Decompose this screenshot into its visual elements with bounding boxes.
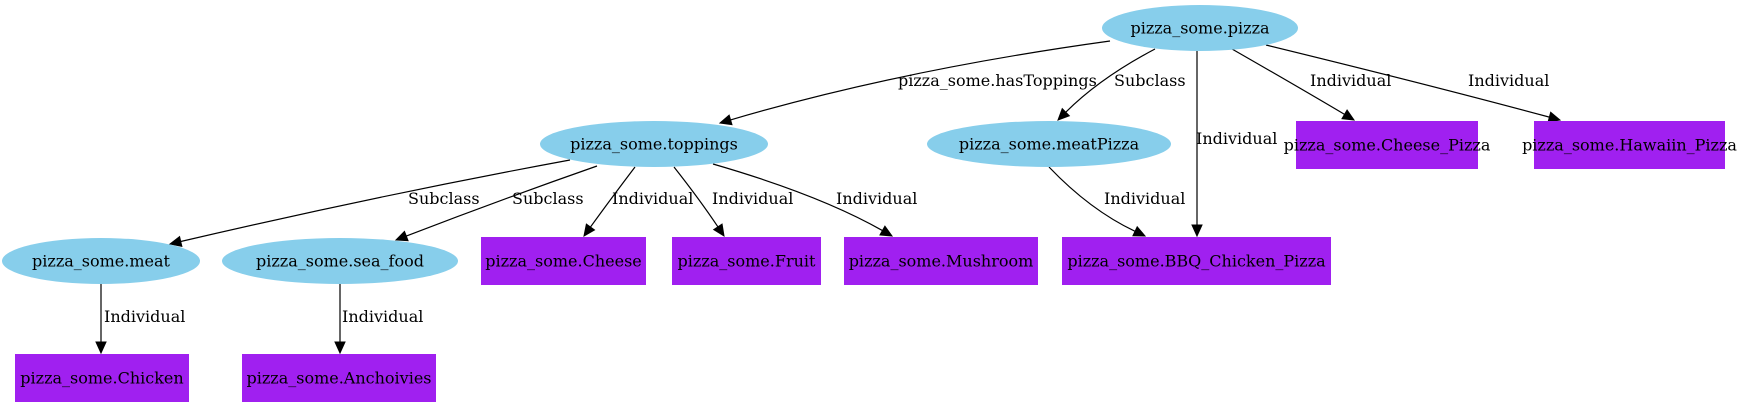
node-pizza: pizza_some.pizza — [1102, 5, 1298, 51]
edge-line — [1065, 48, 1156, 113]
node-label: pizza_some.Cheese — [485, 252, 642, 271]
individual-node-shape — [844, 237, 1038, 285]
node-chicken: pizza_some.Chicken — [15, 354, 189, 402]
edge-label: Subclass — [1114, 71, 1186, 90]
node-label: pizza_some.Hawaiin_Pizza — [1522, 136, 1737, 155]
edge-line — [730, 40, 1111, 121]
edge-line — [406, 165, 598, 237]
arrowhead — [718, 114, 733, 126]
arrowhead — [1341, 109, 1356, 121]
class-node-shape — [540, 121, 768, 167]
arrowhead — [1547, 111, 1562, 123]
node-cheese-pizza: pizza_some.Cheese_Pizza — [1284, 121, 1491, 169]
arrowhead — [95, 341, 107, 355]
node-sea-food: pizza_some.sea_food — [222, 238, 458, 284]
node-anchoivies: pizza_some.Anchoivies — [242, 354, 436, 402]
node-label: pizza_some.Cheese_Pizza — [1284, 136, 1491, 155]
edge-pizza-to-toppings: pizza_some.hasToppings — [718, 40, 1111, 126]
arrowhead — [334, 341, 346, 355]
edge-label: Individual — [342, 307, 423, 326]
node-label: pizza_some.meatPizza — [959, 135, 1140, 154]
edge-sea-food-to-anchoivies: Individual — [334, 284, 423, 355]
node-label: pizza_some.toppings — [570, 135, 738, 154]
edge-label: Individual — [1196, 129, 1277, 148]
node-label: pizza_some.Mushroom — [849, 252, 1034, 271]
arrowhead — [879, 225, 894, 237]
arrowhead — [1057, 107, 1071, 121]
node-meat: pizza_some.meat — [2, 238, 200, 284]
node-toppings: pizza_some.toppings — [540, 121, 768, 167]
node-label: pizza_some.sea_food — [256, 252, 424, 271]
arrowhead — [583, 223, 596, 237]
edge-label: Individual — [104, 307, 185, 326]
edge-toppings-to-cheese: Individual — [583, 166, 693, 237]
class-node-shape — [927, 121, 1171, 167]
node-label: pizza_some.pizza — [1130, 19, 1270, 38]
node-cheese: pizza_some.Cheese — [481, 237, 646, 285]
edge-line — [673, 166, 719, 228]
class-node-shape — [222, 238, 458, 284]
edge-toppings-to-mushroom: Individual — [712, 163, 917, 237]
individual-node-shape — [1062, 237, 1331, 285]
individual-node-shape — [481, 237, 646, 285]
edge-pizza-to-meatpizza: Subclass — [1057, 48, 1186, 121]
edge-label: Individual — [1104, 189, 1185, 208]
edge-pizza-to-bbq-chicken-pizza: Individual — [1191, 51, 1277, 238]
individual-node-shape — [1296, 121, 1478, 169]
node-label: pizza_some.Anchoivies — [246, 369, 431, 388]
individual-node-shape — [672, 237, 821, 285]
edge-label: pizza_some.hasToppings — [898, 71, 1097, 90]
edge-line — [1265, 44, 1550, 118]
edge-pizza-to-hawaiin-pizza: Individual — [1265, 44, 1562, 123]
individual-node-shape — [1534, 121, 1725, 169]
node-hawaiin-pizza: pizza_some.Hawaiin_Pizza — [1522, 121, 1737, 169]
edge-toppings-to-meat: Subclass — [168, 159, 571, 248]
edge-toppings-to-fruit: Individual — [673, 166, 793, 238]
node-bbq-chicken-pizza: pizza_some.BBQ_Chicken_Pizza — [1062, 237, 1331, 285]
edge-line — [1231, 48, 1345, 115]
class-node-shape — [1102, 5, 1298, 51]
individual-node-shape — [15, 354, 189, 402]
edge-label: Individual — [712, 189, 793, 208]
edge-toppings-to-sea-food: Subclass — [394, 165, 598, 242]
edge-line — [1048, 166, 1136, 232]
edge-label: Individual — [836, 189, 917, 208]
node-label: pizza_some.BBQ_Chicken_Pizza — [1067, 252, 1326, 271]
arrowhead — [1191, 224, 1203, 238]
arrowhead — [1132, 225, 1147, 237]
edge-meatpizza-to-bbq-chicken-pizza: Individual — [1048, 166, 1185, 237]
edge-line — [712, 163, 883, 232]
node-mushroom: pizza_some.Mushroom — [844, 237, 1038, 285]
edge-label: Subclass — [512, 189, 584, 208]
edge-pizza-to-cheese-pizza: Individual — [1231, 48, 1391, 121]
node-fruit: pizza_some.Fruit — [672, 237, 821, 285]
node-label: pizza_some.meat — [32, 252, 171, 271]
node-meatpizza: pizza_some.meatPizza — [927, 121, 1171, 167]
edge-line — [589, 166, 636, 228]
class-node-shape — [2, 238, 200, 284]
node-label: pizza_some.Chicken — [20, 369, 183, 388]
individual-node-shape — [242, 354, 436, 402]
edge-label: Individual — [612, 189, 693, 208]
edge-label: Individual — [1468, 71, 1549, 90]
edge-meat-to-chicken: Individual — [95, 283, 185, 355]
node-label: pizza_some.Fruit — [678, 252, 817, 271]
edge-label: Subclass — [408, 189, 480, 208]
edge-label: Individual — [1310, 71, 1391, 90]
edge-line — [180, 159, 571, 243]
arrowhead — [712, 223, 725, 238]
arrowhead — [394, 230, 409, 242]
arrowhead — [168, 235, 183, 248]
